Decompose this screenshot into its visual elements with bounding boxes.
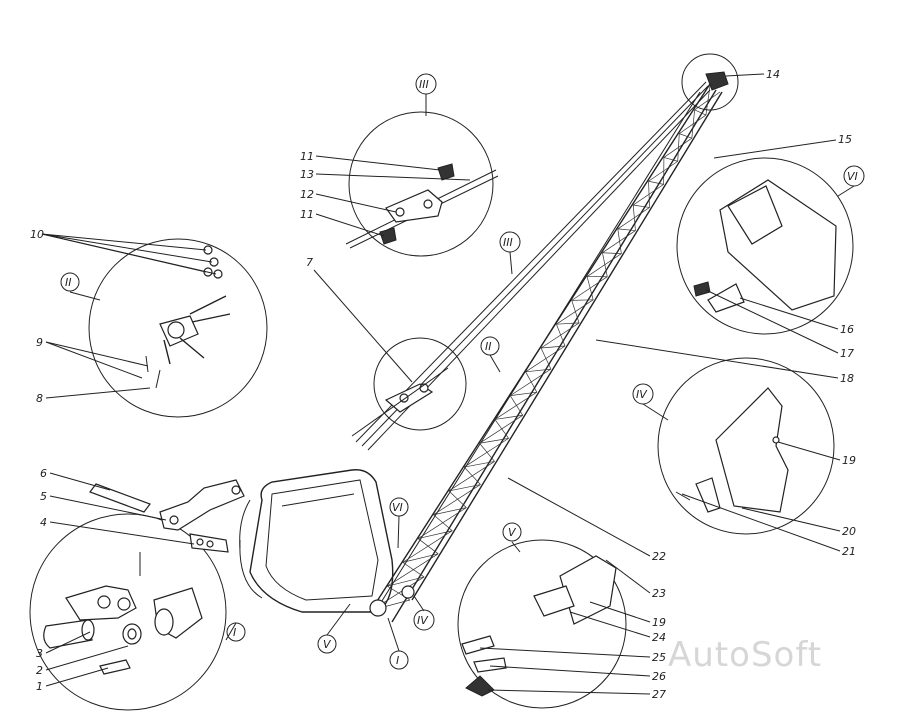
callout-3: 3 [36,647,43,660]
roman-markers: I I II II III III IV IV V V VI VI [61,74,864,669]
callout-26: 26 [652,670,666,683]
roman-VI-detail: VI [847,170,858,183]
detail-VI [677,158,853,334]
callout-4: 4 [40,516,47,529]
watermark: AutoSoft [668,635,822,675]
callout-11a: 11 [300,150,314,163]
callout-7: 7 [306,256,313,269]
roman-IV-boom: IV [417,614,429,627]
callout-13: 13 [300,168,314,181]
roman-II-boom: II [485,340,492,353]
callout-19b: 19 [652,616,666,629]
callout-1: 1 [36,680,43,693]
callout-16: 16 [840,323,854,336]
roman-VI-boom: VI [392,501,403,514]
parts-4-6 [90,480,244,552]
callout-19a: 19 [842,454,856,467]
crane-cab [240,470,393,612]
roman-I-boom: I [396,654,399,667]
callout-20: 20 [842,525,856,538]
roman-III-detail: III [419,78,429,91]
callout-2: 2 [36,664,43,677]
callout-6: 6 [40,467,47,480]
callout-17: 17 [840,347,854,360]
callout-22: 22 [652,550,666,563]
callout-24: 24 [652,631,666,644]
detail-V [458,540,626,708]
roman-III-boom: III [503,236,513,249]
callout-12: 12 [300,188,314,201]
callout-18: 18 [840,372,854,385]
roman-I-detail: I [233,626,236,639]
detail-III [346,112,498,256]
callout-25: 25 [652,651,666,664]
callout-8: 8 [36,392,43,405]
callout-labels: 1 2 3 4 5 6 7 8 9 10 11 11 12 13 14 15 1… [30,68,856,701]
callout-5: 5 [40,490,47,503]
callout-10: 10 [30,228,44,241]
callout-14: 14 [766,68,780,81]
callout-27: 27 [652,688,666,701]
callout-15: 15 [838,133,852,146]
roman-IV-detail: IV [636,388,648,401]
detail-IV [658,358,834,534]
callout-21: 21 [842,545,856,558]
callout-11b: 11 [300,208,314,221]
roman-II-detail: II [65,276,72,289]
roman-V-boom: V [323,638,332,651]
roman-V-detail: V [508,526,517,539]
callout-23: 23 [652,587,666,600]
callout-9: 9 [36,336,43,349]
